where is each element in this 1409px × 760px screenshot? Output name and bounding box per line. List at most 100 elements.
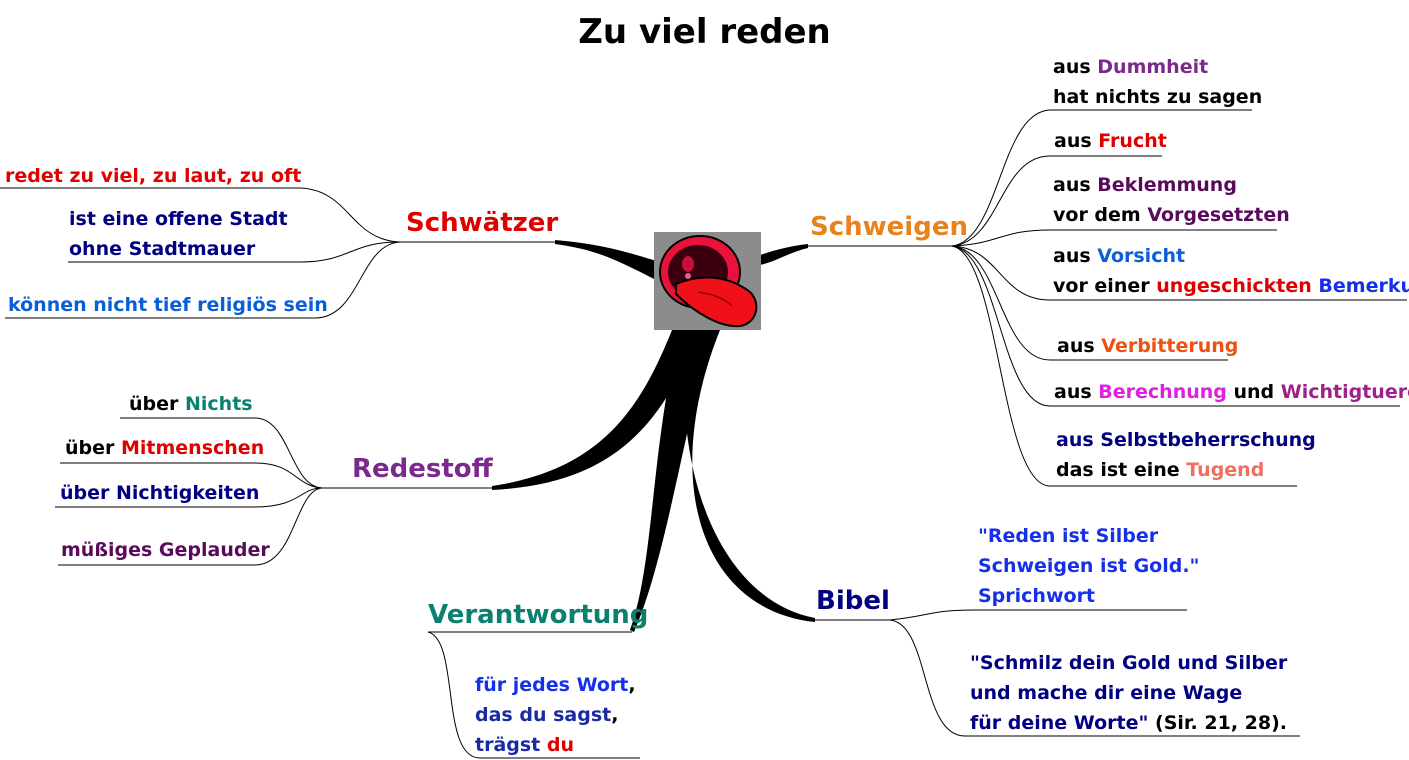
text-run: ungeschickten (1156, 275, 1312, 297)
text-run: Vorgesetzten (1147, 204, 1290, 226)
schwaetzer-item: können nicht tief religiös sein (8, 290, 328, 320)
text-run: Schweigen ist Gold." (978, 555, 1200, 577)
text-run: vor dem (1053, 204, 1148, 226)
item-line: "Schmilz dein Gold und Silber (970, 648, 1287, 678)
item-line: aus Berechnung und Wichtigtuerei (1054, 377, 1409, 407)
text-run: Mitmenschen (121, 437, 265, 459)
text-run: Wichtigtuerei (1280, 381, 1409, 403)
item-line: ohne Stadtmauer (69, 234, 288, 264)
page-title: Zu viel reden (578, 12, 831, 52)
text-run: Dummheit (1097, 56, 1209, 78)
item-line: vor dem Vorgesetzten (1053, 200, 1290, 230)
text-run: Bemerkung (1318, 275, 1409, 297)
text-run: aus Selbstbeherrschung (1056, 429, 1316, 451)
text-run: Beklemmung (1097, 174, 1237, 196)
schwaetzer-item: ist eine offene Stadt ohne Stadtmauer (69, 204, 288, 264)
text-run: Tugend (1186, 459, 1265, 481)
text-run: können nicht tief religiös sein (8, 294, 328, 316)
text-run: aus (1057, 335, 1102, 357)
text-run: Verbitterung (1101, 335, 1239, 357)
branch-verantwortung-title: Verantwortung (428, 600, 649, 630)
redestoff-item: über Mitmenschen (65, 433, 264, 463)
text-run: aus (1054, 130, 1099, 152)
text-run: das du sagst (475, 704, 612, 726)
text-run: vor einer (1053, 275, 1157, 297)
item-line: trägst du (475, 730, 636, 760)
item-line: über Nichtigkeiten (60, 478, 259, 508)
schweigen-item: aus Berechnung und Wichtigtuerei (1054, 377, 1409, 407)
text-run: und mache dir eine Wage (970, 682, 1243, 704)
text-run: müßiges Geplauder (61, 539, 270, 561)
text-run: (Sir. 21, 28). (1148, 712, 1287, 734)
item-line: für jedes Wort, (475, 670, 636, 700)
text-run: für deine Worte" (970, 712, 1149, 734)
text-run: ohne Stadtmauer (69, 238, 256, 260)
branch-schweigen-title: Schweigen (810, 212, 968, 242)
text-run: Sprichwort (978, 585, 1096, 607)
text-run: aus (1053, 245, 1098, 267)
text-run: "Schmilz dein Gold und Silber (970, 652, 1288, 674)
item-line: hat nichts zu sagen (1053, 82, 1262, 112)
schwaetzer-item: redet zu viel, zu laut, zu oft (5, 161, 301, 191)
item-line: müßiges Geplauder (61, 535, 270, 565)
item-line: das ist eine Tugend (1056, 455, 1316, 485)
text-run: Berechnung (1098, 381, 1227, 403)
item-line: und mache dir eine Wage (970, 678, 1287, 708)
branch-schwaetzer-title: Schwätzer (406, 208, 559, 238)
text-run: über (65, 437, 121, 459)
text-run: und (1226, 381, 1281, 403)
item-line: Schweigen ist Gold." (978, 551, 1199, 581)
item-line: aus Beklemmung (1053, 170, 1290, 200)
text-run: aus (1053, 174, 1098, 196)
text-run: Vorsicht (1097, 245, 1186, 267)
text-run: für jedes Wort (475, 674, 629, 696)
item-line: aus Selbstbeherrschung (1056, 425, 1316, 455)
text-run: Nichts (185, 393, 253, 415)
redestoff-item: über Nichts (129, 389, 253, 419)
redestoff-item: müßiges Geplauder (61, 535, 270, 565)
item-line: aus Vorsicht (1053, 241, 1409, 271)
leaf-connectors (0, 109, 1407, 759)
text-run: aus (1054, 381, 1099, 403)
text-run: ist eine offene Stadt (69, 208, 288, 230)
text-run: , (628, 674, 636, 696)
text-run: trägst (475, 734, 547, 756)
schweigen-item: aus Verbitterung (1057, 331, 1238, 361)
text-run: aus (1053, 56, 1098, 78)
item-line: "Reden ist Silber (978, 521, 1199, 551)
item-line: über Mitmenschen (65, 433, 264, 463)
schweigen-item: aus Selbstbeherrschung das ist eine Tugen… (1056, 425, 1316, 485)
text-run: über (129, 393, 185, 415)
text-run: du (546, 734, 575, 756)
text-run: das ist eine (1056, 459, 1187, 481)
text-run: "Reden ist Silber (978, 525, 1159, 547)
item-line: aus Frucht (1054, 126, 1167, 156)
item-line: vor einer ungeschickten Bemerkung (1053, 271, 1409, 301)
redestoff-item: über Nichtigkeiten (60, 478, 259, 508)
bibel-item: "Schmilz dein Gold und Silber und mache d… (970, 648, 1287, 738)
item-line: das du sagst, (475, 700, 636, 730)
schweigen-item: aus Frucht (1054, 126, 1167, 156)
item-line: aus Verbitterung (1057, 331, 1238, 361)
main-branches (492, 240, 815, 632)
text-run: redet zu viel, zu laut, zu oft (5, 165, 302, 187)
item-line: über Nichts (129, 389, 253, 419)
mouth-icon (654, 232, 761, 330)
item-line: ist eine offene Stadt (69, 204, 288, 234)
text-run: hat nichts zu sagen (1053, 86, 1263, 108)
branch-redestoff-title: Redestoff (352, 454, 493, 484)
item-line: können nicht tief religiös sein (8, 290, 328, 320)
branch-bibel-title: Bibel (816, 586, 890, 616)
text-run: Frucht (1098, 130, 1167, 152)
verantwortung-item: für jedes Wort,das du sagst,trägst du (475, 670, 636, 760)
item-line: redet zu viel, zu laut, zu oft (5, 161, 301, 191)
text-run: über Nichtigkeiten (60, 482, 260, 504)
text-run: , (611, 704, 619, 726)
item-line: Sprichwort (978, 581, 1199, 611)
item-line: aus Dummheit (1053, 52, 1262, 82)
